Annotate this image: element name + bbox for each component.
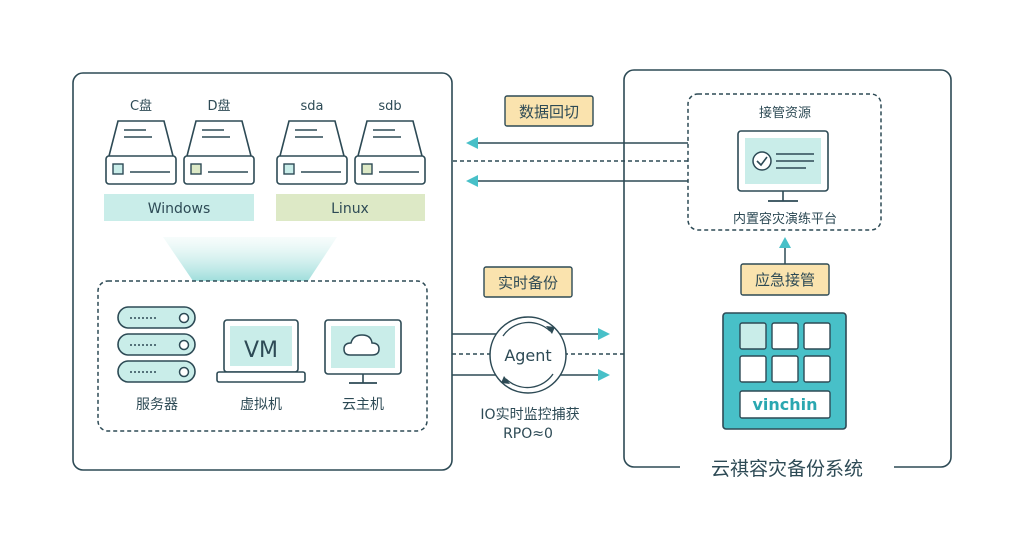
disk-sdb-label: sdb [378,99,401,114]
drill-platform-monitor-icon [737,130,829,202]
vinchin-appliance-icon [722,312,847,430]
rpo-label: RPO≈0 [503,426,553,442]
disk-sdb-icon [354,120,426,185]
server-label: 服务器 [136,397,178,413]
vm-label: 虚拟机 [240,397,282,413]
io-capture-label: IO实时监控捕获 [480,407,579,423]
linux-label: Linux [331,201,369,217]
mapping-beam [163,237,337,281]
disk-sda-icon [276,120,348,185]
backup-arrow-top [598,328,610,340]
disk-c-label: C盘 [130,98,152,114]
windows-bar [104,194,254,221]
disk-d-icon [183,120,255,185]
system-title: 云祺容灾备份系统 [711,458,863,480]
rollback-arrow-top [466,137,478,149]
realtime-backup-label: 实时备份 [498,274,558,292]
agent-label: Agent [504,346,551,365]
windows-label: Windows [148,201,211,217]
source-hosts-group [97,280,428,432]
server-icon [117,306,196,383]
data-rollback-label: 数据回切 [519,103,579,121]
cloud-host-icon [324,319,402,384]
realtime-backup-tag [483,266,573,298]
vm-laptop-icon [216,319,306,383]
data-rollback-tag [504,95,594,127]
linux-bar [276,194,425,221]
vm-screen-text: VM [244,338,278,363]
disk-c-icon [105,120,177,185]
disk-sda-label: sda [301,99,324,114]
rollback-arrow-bottom [466,175,478,187]
backup-arrow-bottom [598,369,610,381]
takeover-resources-label: 接管资源 [759,105,811,121]
system-title-bg [680,450,894,484]
drill-platform-label: 内置容灾演练平台 [733,211,837,227]
emergency-takeover-tag [740,263,830,296]
vinchin-logo-text: vinchin [752,395,817,414]
takeover-up-arrow [779,237,791,248]
disk-d-label: D盘 [207,98,230,114]
emergency-takeover-label: 应急接管 [755,271,815,289]
agent-icon [489,316,567,394]
cloud-host-label: 云主机 [342,397,384,413]
